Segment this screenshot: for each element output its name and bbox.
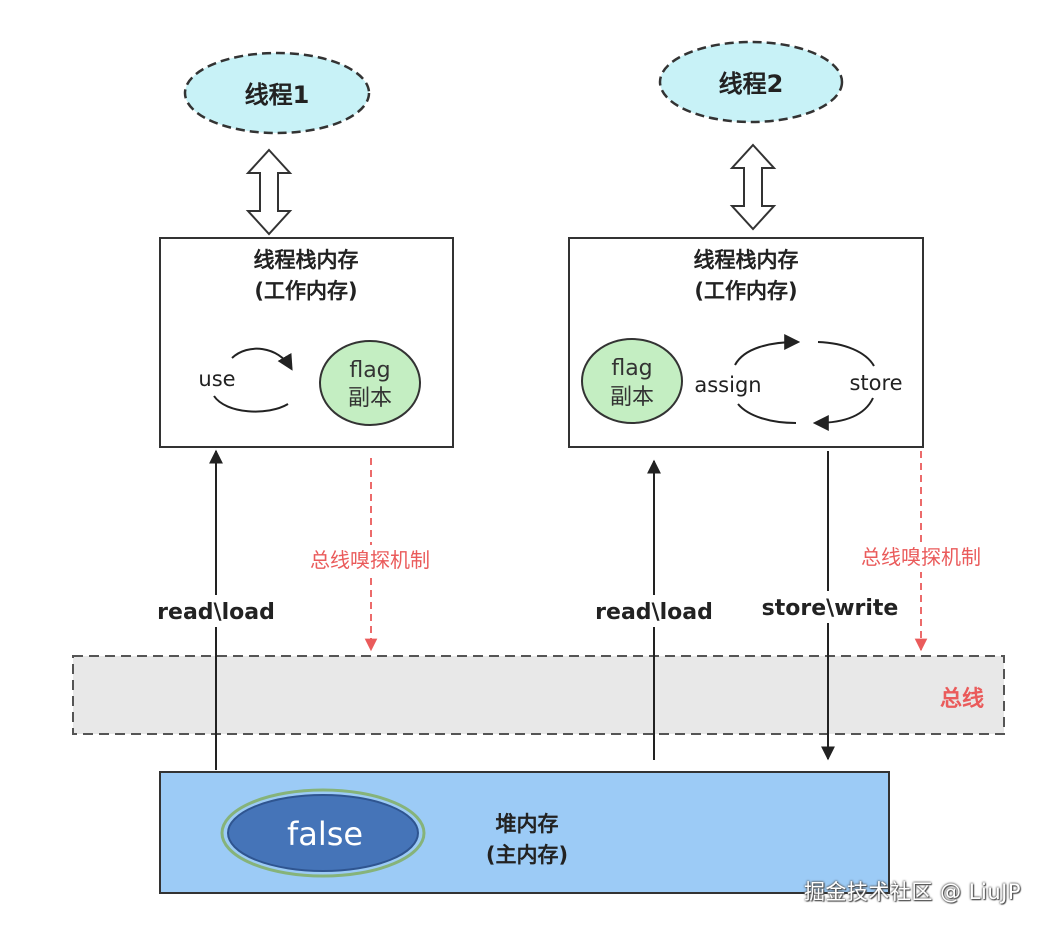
bus-band (72, 655, 1005, 735)
thread2-flag-copy-line1: flag (611, 356, 652, 381)
bus-label: 总线 (940, 686, 984, 712)
thread1-memory-title: 线程栈内存 (254, 248, 359, 272)
thread2-flag-copy-line2: 副本 (610, 385, 654, 410)
thread1-flag-copy (319, 340, 421, 426)
watermark: 掘金技术社区 @ LiuJP (803, 880, 1021, 904)
thread2-cycle-bottom (812, 397, 874, 431)
heap-subtitle: (主内存) (486, 843, 568, 867)
thread1-use-cycle-top (231, 347, 293, 371)
thread2-double-arrow (729, 143, 777, 231)
thread1-ellipse (183, 51, 371, 135)
heap-title: 堆内存 (496, 812, 559, 836)
false-value: false (287, 815, 363, 853)
thread2-cycle-bottom-left (737, 403, 797, 424)
thread2-op-store: store (849, 371, 902, 395)
false-value-ellipse (227, 794, 419, 872)
thread1-op-use: use (198, 367, 235, 391)
thread2-memory-title: 线程栈内存 (694, 248, 799, 272)
thread2-cycle-top (734, 334, 801, 366)
thread1-memory-subtitle: (工作内存) (254, 279, 357, 303)
thread2-flag-copy (581, 338, 683, 424)
thread1-double-arrow (245, 148, 293, 236)
thread1-label: 线程1 (245, 81, 310, 109)
thread2-sniff-label: 总线嗅探机制 (861, 545, 981, 569)
thread1-flag-copy-line2: 副本 (348, 386, 392, 411)
thread2-sniff-bg (838, 542, 1006, 572)
thread2-label: 线程2 (719, 70, 784, 98)
thread1-read-load-label: read\load (157, 600, 275, 625)
thread2-cycle-top-right (817, 341, 875, 367)
thread1-flag-copy-line1: flag (349, 358, 390, 383)
thread1-sniff-label: 总线嗅探机制 (310, 548, 430, 572)
thread1-use-cycle-bottom (213, 395, 289, 413)
thread2-memory-subtitle: (工作内存) (694, 279, 797, 303)
thread2-read-load-label: read\load (595, 600, 713, 625)
thread2-store-write-bg (752, 591, 907, 623)
thread2-op-assign: assign (694, 373, 761, 397)
thread1-sniff-bg (288, 545, 453, 575)
thread2-ellipse (658, 40, 844, 124)
thread1-read-load-bg (148, 595, 286, 627)
thread2-store-write-label: store\write (762, 596, 899, 621)
thread2-read-load-bg (586, 595, 722, 627)
false-value-ring (220, 788, 426, 878)
